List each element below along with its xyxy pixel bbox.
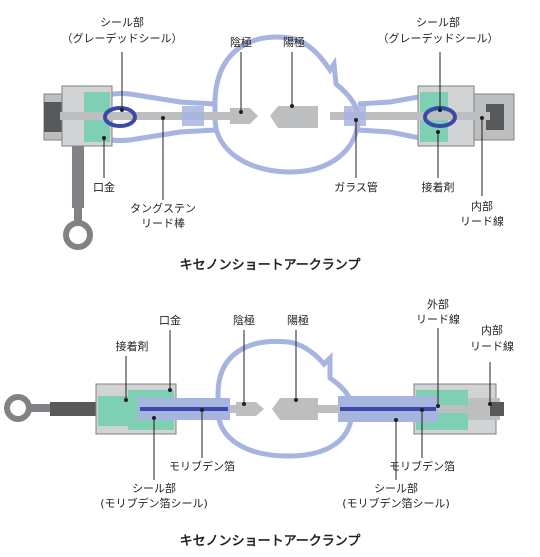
label-bottom-adhesive: 接着剤 bbox=[116, 339, 149, 353]
top-anode bbox=[270, 106, 318, 128]
label-bottom-seal-right-2: (モリブデン箔シール) bbox=[342, 496, 450, 510]
label-bottom-outer-lead-1: 外部 bbox=[427, 297, 449, 311]
label-bottom-seal-left-1: シール部 bbox=[132, 481, 176, 495]
bottom-anode bbox=[272, 398, 318, 420]
label-bottom-moly-right: モリブデン箔 bbox=[389, 459, 455, 473]
label-top-tungsten-1: タングステン bbox=[130, 201, 196, 215]
top-cathode bbox=[230, 108, 258, 124]
label-bottom-inner-lead-2: リード線 bbox=[470, 339, 514, 353]
bottom-moly-foil-right bbox=[340, 407, 436, 411]
label-top-cathode: 陰極 bbox=[230, 35, 252, 49]
label-top-anode: 陽極 bbox=[283, 35, 305, 49]
label-bottom-cathode: 陰極 bbox=[233, 313, 255, 327]
label-top-inner-lead-1: 内部 bbox=[471, 199, 493, 213]
label-top-glass-tube: ガラス管 bbox=[334, 180, 378, 194]
top-lead-rod-right bbox=[330, 112, 490, 120]
label-top-inner-lead-2: リード線 bbox=[460, 214, 504, 228]
label-top-seal-right-2: （グレーデッドシール） bbox=[378, 31, 499, 45]
label-bottom-anode: 陽極 bbox=[287, 313, 309, 327]
label-bottom-base: 口金 bbox=[159, 313, 181, 327]
label-bottom-seal-left-2: (モリブデン箔シール) bbox=[100, 496, 208, 510]
label-top-seal-right-1: シール部 bbox=[416, 15, 460, 29]
bottom-cathode bbox=[236, 402, 264, 416]
label-top-seal-left-1: シール部 bbox=[100, 15, 144, 29]
top-glass-bulb bbox=[212, 34, 361, 175]
label-bottom-seal-right-1: シール部 bbox=[374, 481, 418, 495]
label-top-tungsten-2: リード棒 bbox=[141, 216, 185, 230]
top-diagram: シール部 （グレーデッドシール） 陰極 陽極 シール部 （グレーデッドシール） … bbox=[43, 15, 515, 273]
caption-top: キセノンショートアークランプ bbox=[180, 258, 362, 273]
label-bottom-outer-lead-2: リード線 bbox=[416, 312, 460, 326]
label-bottom-moly-left: モリブデン箔 bbox=[169, 459, 235, 473]
label-top-adhesive: 接着剤 bbox=[422, 180, 455, 194]
caption-bottom: キセノンショートアークランプ bbox=[180, 534, 362, 549]
top-seal-left bbox=[103, 106, 137, 128]
top-lead-rod-left bbox=[60, 112, 230, 120]
label-top-seal-left-2: （グレーデッドシール） bbox=[62, 31, 183, 45]
bottom-moly-foil-left bbox=[140, 407, 228, 411]
label-top-base: 口金 bbox=[93, 180, 115, 194]
label-bottom-inner-lead-1: 内部 bbox=[481, 323, 503, 337]
top-base-left bbox=[43, 85, 113, 250]
bottom-diagram: 接着剤 口金 陰極 陽極 外部 リード線 内部 リード線 モリブデン箔 モリブデ… bbox=[4, 297, 514, 549]
